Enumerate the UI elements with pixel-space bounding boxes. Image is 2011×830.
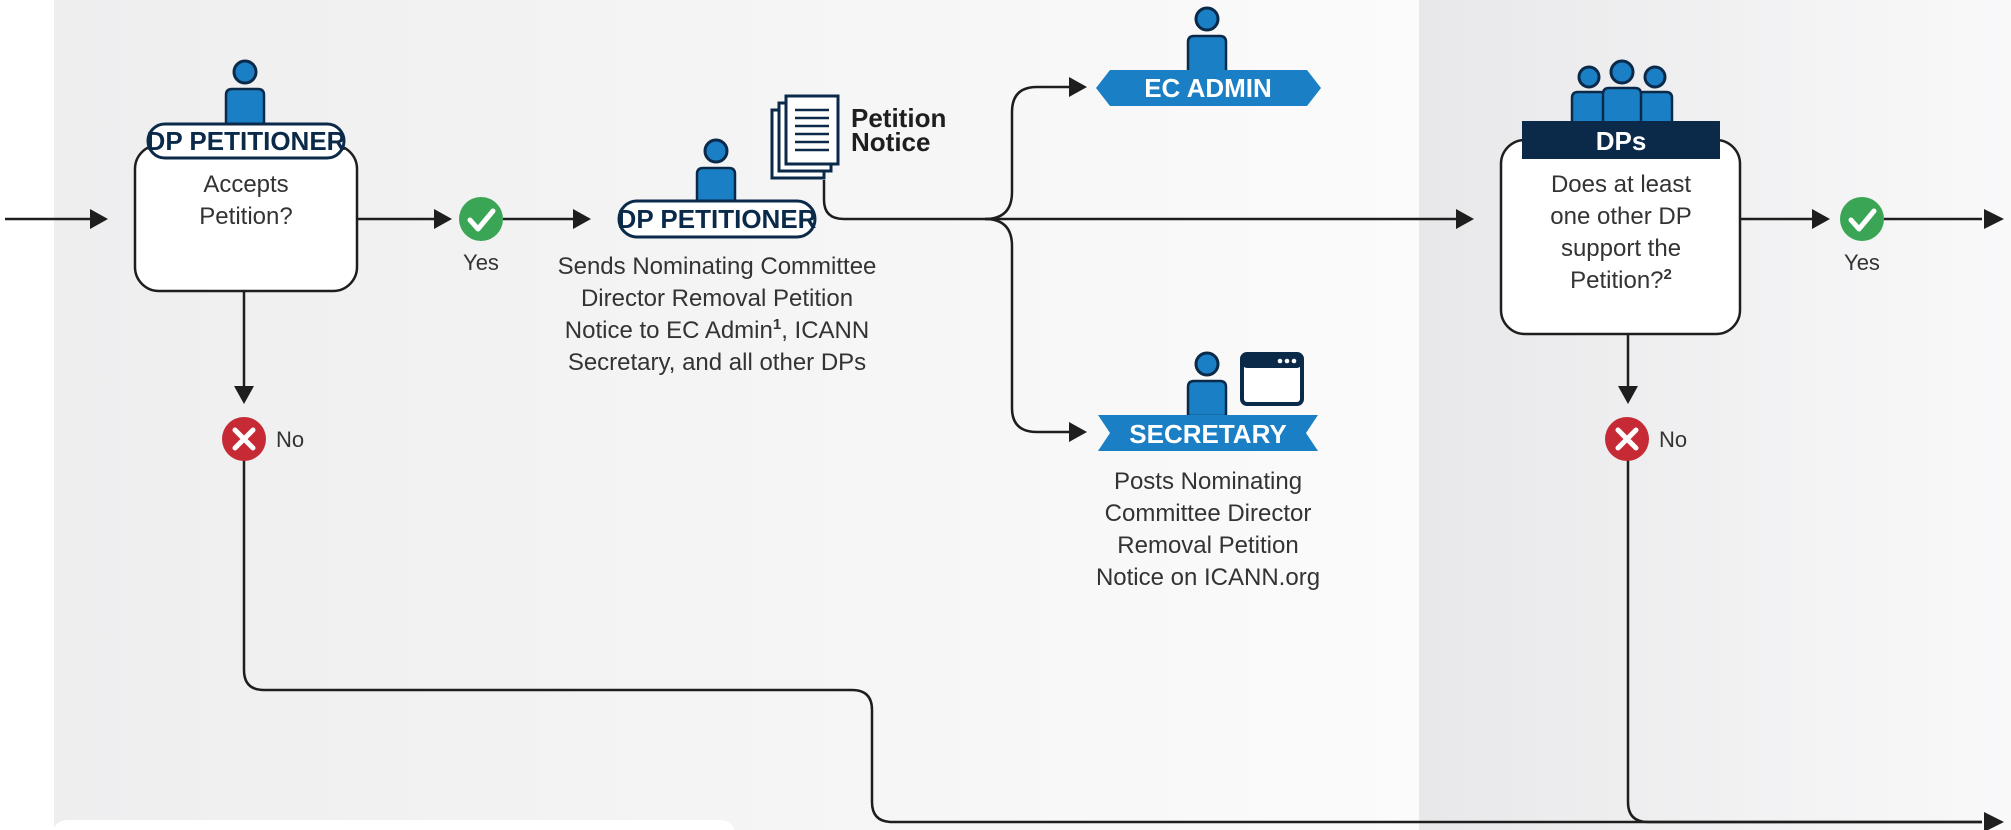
- ec-admin-node: EC ADMIN: [1096, 6, 1321, 106]
- arrowheads: [90, 77, 2004, 830]
- bottom-white-corner: [54, 820, 734, 830]
- arrowhead: [1984, 209, 2004, 229]
- action-line: Committee Director: [1105, 500, 1312, 527]
- arrowhead: [573, 209, 591, 229]
- role-label: SECRETARY: [1129, 419, 1286, 449]
- question-line: Petition?: [199, 203, 292, 230]
- step3-no-route: [1626, 456, 1982, 824]
- arrowhead: [1069, 77, 1087, 97]
- no-cross-icon: [222, 417, 266, 461]
- arrowhead: [1618, 386, 1638, 404]
- role-pill: [617, 199, 817, 239]
- arrowhead: [434, 209, 452, 229]
- action-line: Sends Nominating Committee: [558, 253, 877, 280]
- group-icon: [1570, 59, 1674, 126]
- person-icon: [1186, 6, 1228, 74]
- yes-check-icon: [1840, 197, 1884, 241]
- branch-to-ec-admin: [984, 85, 1070, 221]
- person-icon: [695, 138, 737, 205]
- no-cross-icon: [1605, 417, 1649, 461]
- question-line: Accepts: [203, 171, 288, 198]
- action-line: Posts Nominating: [1114, 468, 1302, 495]
- arrowhead: [1069, 422, 1087, 442]
- document-stack-icon: [770, 94, 840, 180]
- document-to-junction: [822, 180, 1458, 221]
- footnote-marker: 2: [1664, 266, 1672, 283]
- step1-node: DP PETITIONER Accepts Petition?: [133, 59, 359, 293]
- yes-label: Yes: [1844, 250, 1880, 275]
- arrowhead: [1456, 209, 1474, 229]
- no-label: No: [1659, 427, 1687, 452]
- secretary-node: SECRETARY Posts Nominating Committee Dir…: [1096, 351, 1320, 591]
- question-line: Does at least: [1551, 171, 1691, 198]
- action-line: Notice on ICANN.org: [1096, 564, 1320, 591]
- role-banner: [1098, 415, 1318, 451]
- browser-window-icon: [1240, 352, 1304, 406]
- role-label: EC ADMIN: [1144, 73, 1272, 103]
- document-label: Notice: [851, 127, 930, 157]
- arrowhead: [1812, 209, 1830, 229]
- no-label: No: [276, 427, 304, 452]
- branch-to-secretary: [984, 217, 1070, 434]
- role-banner: [1096, 70, 1321, 106]
- role-label: DPs: [1596, 126, 1647, 156]
- arrowhead: [90, 209, 108, 229]
- step1-no-route: [242, 456, 1982, 824]
- yes-check-icon: [459, 197, 503, 241]
- footnote-marker: 1: [773, 316, 781, 333]
- role-label: DP PETITIONER: [618, 204, 817, 234]
- action-line-suffix: , ICANN: [781, 317, 869, 344]
- person-icon: [224, 59, 266, 126]
- arrowhead: [1984, 812, 2004, 830]
- document-label: Petition: [851, 103, 946, 133]
- question-line: one other DP: [1550, 203, 1691, 230]
- question-line-main: Petition?: [1570, 267, 1663, 294]
- question-line: support the: [1561, 235, 1681, 262]
- action-line: Removal Petition: [1117, 532, 1298, 559]
- action-line-main: Notice to EC Admin: [565, 317, 773, 344]
- action-line: Secretary, and all other DPs: [568, 349, 866, 376]
- connectors: [5, 85, 1982, 824]
- arrowhead: [234, 386, 254, 404]
- person-icon: [1186, 351, 1228, 418]
- role-label: DP PETITIONER: [147, 126, 346, 156]
- role-pill: [146, 122, 346, 160]
- step3-node: DPs Does at least one other DP support t…: [1499, 59, 1742, 336]
- action-line: Director Removal Petition: [581, 285, 853, 312]
- question-line: Petition?2: [1570, 266, 1672, 294]
- role-banner: [1522, 121, 1720, 159]
- yes-label: Yes: [463, 250, 499, 275]
- action-line: Notice to EC Admin1, ICANN: [565, 316, 869, 344]
